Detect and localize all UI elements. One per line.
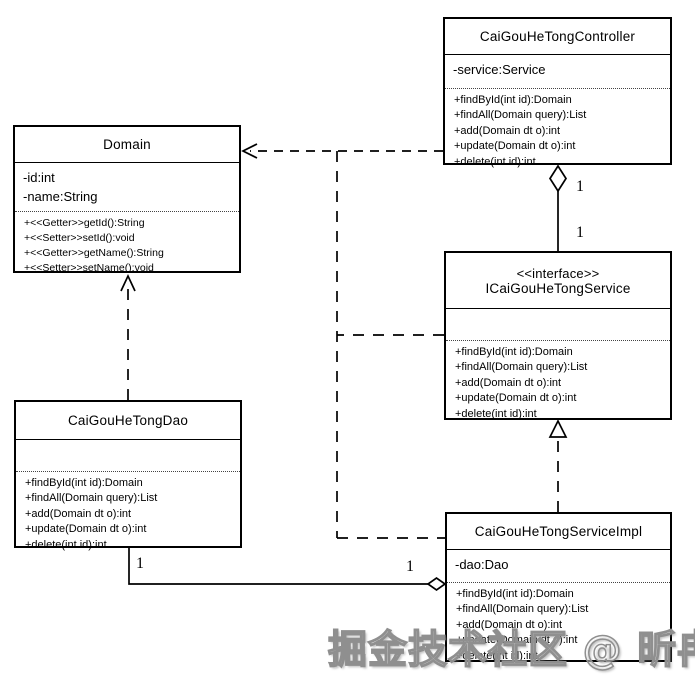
method-entry: +<<Getter>>getName():String <box>24 247 164 259</box>
method-entry: +add(Domain dt o):int <box>456 618 563 631</box>
method-entry: +<<Getter>>getId():String <box>24 217 145 229</box>
attribute-entry: -id:int <box>23 170 55 185</box>
method-entry: +delete(int id):int <box>454 155 536 168</box>
multiplicity-label: 1 <box>576 224 584 241</box>
multiplicity-label: 1 <box>576 178 584 195</box>
method-entry: +add(Domain dt o):int <box>25 507 132 520</box>
attributes-compartment: -dao:Dao <box>447 550 670 583</box>
methods-compartment: +findById(int id):Domain +findAll(Domain… <box>446 341 670 422</box>
multiplicity-label: 1 <box>136 555 144 572</box>
method-entry: +update(Domain dt o):int <box>454 140 576 153</box>
realization-impl-to-interface <box>548 419 568 512</box>
method-entry: +findById(int id):Domain <box>25 477 143 489</box>
method-entry: +findById(int id):Domain <box>454 94 572 106</box>
class-box-dao: CaiGouHeTongDao +findById(int id):Domain… <box>14 400 242 551</box>
class-title-controller: CaiGouHeTongController <box>445 19 670 55</box>
class-box-controller: CaiGouHeTongController -service:Service … <box>443 17 672 168</box>
multiplicity-label: 1 <box>406 558 414 575</box>
class-name: CaiGouHeTongServiceImpl <box>474 524 643 539</box>
attribute-entry: -name:String <box>23 189 98 204</box>
aggregation-dao-impl <box>128 548 447 592</box>
class-title-service-impl: CaiGouHeTongServiceImpl <box>447 514 670 550</box>
class-title-domain: Domain <box>15 127 239 163</box>
attribute-entry: -dao:Dao <box>455 557 509 572</box>
method-entry: +findAll(Domain query):List <box>25 492 158 505</box>
methods-compartment: +findById(int id):Domain +findAll(Domain… <box>445 89 670 170</box>
method-entry: +findAll(Domain query):List <box>455 361 588 374</box>
class-name: Domain <box>103 137 151 152</box>
methods-compartment: +<<Getter>>getId():String +<<Setter>>set… <box>15 212 239 276</box>
method-entry: +findAll(Domain query):List <box>454 109 587 122</box>
attributes-compartment <box>16 440 240 472</box>
method-entry: +update(Domain dt o):int <box>456 634 578 647</box>
class-box-service-impl: CaiGouHeTongServiceImpl -dao:Dao +findBy… <box>445 512 672 662</box>
stereotype-label: <<interface>> <box>516 265 600 281</box>
method-entry: +delete(int id):int <box>455 407 537 420</box>
method-entry: +update(Domain dt o):int <box>455 392 577 405</box>
method-entry: +findById(int id):Domain <box>456 588 574 600</box>
attributes-compartment <box>446 309 670 341</box>
attributes-compartment: -service:Service <box>445 55 670 89</box>
method-entry: +add(Domain dt o):int <box>454 124 561 137</box>
dependency-controller-to-domain <box>241 143 443 159</box>
method-entry: +<<Setter>>setName():void <box>24 262 154 274</box>
method-entry: +findById(int id):Domain <box>455 346 573 358</box>
attribute-entry: -service:Service <box>453 62 546 77</box>
dependency-dao-to-domain <box>120 273 136 400</box>
method-entry: +findAll(Domain query):List <box>456 603 589 616</box>
method-entry: +delete(int id):int <box>456 649 538 662</box>
class-box-domain: Domain -id:int -name:String +<<Getter>>g… <box>13 125 241 276</box>
method-entry: +<<Setter>>setId():void <box>24 232 135 244</box>
class-name: CaiGouHeTongController <box>479 29 636 44</box>
methods-compartment: +findById(int id):Domain +findAll(Domain… <box>447 583 670 664</box>
dependency-impl-interface-to-domain <box>336 151 445 539</box>
class-name: ICaiGouHeTongService <box>485 280 631 296</box>
methods-compartment: +findById(int id):Domain +findAll(Domain… <box>16 472 240 553</box>
class-title-service-interface: <<interface>> ICaiGouHeTongService <box>446 253 670 309</box>
method-entry: +delete(int id):int <box>25 538 107 551</box>
method-entry: +update(Domain dt o):int <box>25 523 147 536</box>
method-entry: +add(Domain dt o):int <box>455 376 562 389</box>
watermark-text: 掘金技术社区 @ 昕冉 <box>327 627 695 674</box>
class-title-dao: CaiGouHeTongDao <box>16 402 240 440</box>
class-box-service-interface: <<interface>> ICaiGouHeTongService +find… <box>444 251 672 420</box>
class-name: CaiGouHeTongDao <box>67 413 189 428</box>
attributes-compartment: -id:int -name:String <box>15 163 239 212</box>
aggregation-controller-interface <box>548 164 568 251</box>
